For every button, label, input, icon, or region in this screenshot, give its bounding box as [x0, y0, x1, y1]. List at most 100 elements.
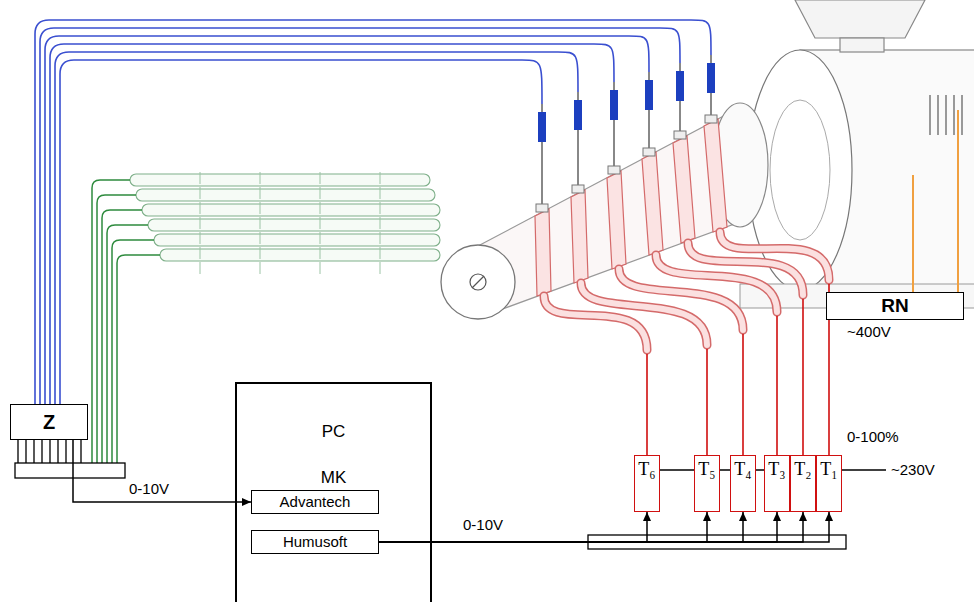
probe-cable: [50, 44, 614, 404]
probe-fitting: [674, 131, 686, 139]
thyristor-box: T₃: [764, 455, 790, 512]
cooling-unit-collars: [200, 172, 380, 276]
box-label: Z: [43, 411, 55, 434]
cooling-wire: [112, 240, 154, 463]
arrowhead: [739, 512, 747, 521]
cooling-unit: [160, 249, 440, 261]
arrowhead: [825, 512, 833, 521]
computer-box: PC MK AdvantechHumusoft: [235, 382, 432, 602]
heater-band: [535, 209, 551, 296]
arrowhead: [703, 512, 711, 521]
arrowhead: [242, 498, 251, 506]
signal-label: 0-10V: [128, 480, 170, 498]
connector: [73, 440, 251, 506]
supply-voltage-label: ~230V: [890, 461, 936, 479]
heater-band: [704, 119, 727, 232]
motor-controller-box: RN: [826, 292, 964, 320]
connector-line: [379, 512, 743, 542]
heater-band: [642, 152, 663, 255]
connector: [379, 512, 747, 542]
box-label: T₅: [698, 459, 715, 480]
thyristor-box: T₁: [816, 455, 842, 512]
connector-line: [379, 512, 707, 542]
box-label: T₁: [820, 459, 837, 480]
probe-cable: [55, 52, 578, 404]
mains-line: [842, 469, 886, 471]
box-label: PC: [237, 422, 430, 442]
sensor-wire: [18, 440, 81, 463]
probe-fitting: [536, 204, 548, 212]
heater-wire: [647, 284, 829, 455]
cooling-unit: [130, 174, 430, 186]
connector: [720, 470, 730, 471]
supply-voltage-label: ~400V: [846, 323, 892, 341]
connector: [660, 470, 694, 471]
thyristor-box: T₄: [730, 455, 756, 512]
connector: [756, 470, 764, 471]
motor-face-ring: [770, 100, 830, 240]
box-label: MK: [237, 468, 430, 488]
control-range-label: 0-100%: [846, 428, 900, 446]
connector: [379, 512, 651, 542]
probe-fitting: [643, 148, 655, 156]
probe-band: [645, 80, 653, 110]
probe-band: [676, 71, 684, 101]
heater-band: [673, 136, 695, 243]
box-label: T₂: [794, 459, 811, 480]
probe-fitting: [705, 115, 717, 123]
probe-fitting: [608, 166, 620, 174]
probe-fitting: [572, 185, 584, 193]
cooling-wire: [102, 210, 142, 463]
probe-cable: [60, 60, 542, 404]
sensor-unit-box: Z: [10, 404, 88, 440]
box-label: T₄: [734, 459, 751, 480]
box-label: Advantech: [280, 493, 351, 510]
heater-hose-core: [720, 232, 829, 280]
barrel-end-cap: [441, 245, 515, 319]
box-label: RN: [881, 295, 908, 317]
cooling-wire: [107, 225, 148, 463]
cooling-wire: [117, 255, 160, 463]
heater-band: [571, 190, 588, 283]
box-label: T₆: [638, 459, 655, 480]
connector-line: [720, 469, 730, 471]
connector: [379, 512, 833, 542]
thyristor-box: T₂: [790, 455, 816, 512]
connector: [379, 512, 807, 542]
cooling-unit: [142, 204, 440, 216]
connector-line: [379, 512, 803, 542]
io-card-box: Advantech: [251, 490, 379, 514]
connector-line: [379, 512, 777, 542]
probe-band: [538, 112, 546, 142]
terminal-strip: [15, 463, 125, 478]
connector-line: [660, 469, 694, 471]
connector-line: [756, 469, 764, 471]
connector-line: [379, 512, 647, 542]
cooling-unit: [148, 219, 440, 231]
connector-line: [379, 512, 829, 542]
die-opening: [470, 274, 486, 290]
probe-band: [574, 100, 582, 130]
extruder-barrel: [478, 110, 745, 318]
arrowhead: [799, 512, 807, 521]
connector-line: [73, 440, 251, 502]
motor-power-line: [913, 110, 958, 293]
probe-cable: [35, 20, 711, 404]
heater-hose: [720, 232, 829, 280]
arrowhead: [643, 512, 651, 521]
thyristor-box: T₅: [694, 455, 720, 512]
io-card-box: Humusoft: [251, 530, 379, 554]
probe-cable: [40, 28, 680, 404]
connector: [379, 512, 781, 542]
thyristor-box: T₆: [634, 455, 660, 512]
die-mark: [472, 276, 484, 288]
cooling-unit: [154, 234, 440, 246]
probe-band: [610, 90, 618, 120]
hopper-neck: [840, 38, 884, 52]
cooling-unit: [136, 189, 435, 201]
signal-label: 0-10V: [462, 516, 504, 534]
probe-band: [707, 63, 715, 93]
box-label: Humusoft: [283, 533, 347, 550]
box-label: T₃: [768, 459, 785, 480]
